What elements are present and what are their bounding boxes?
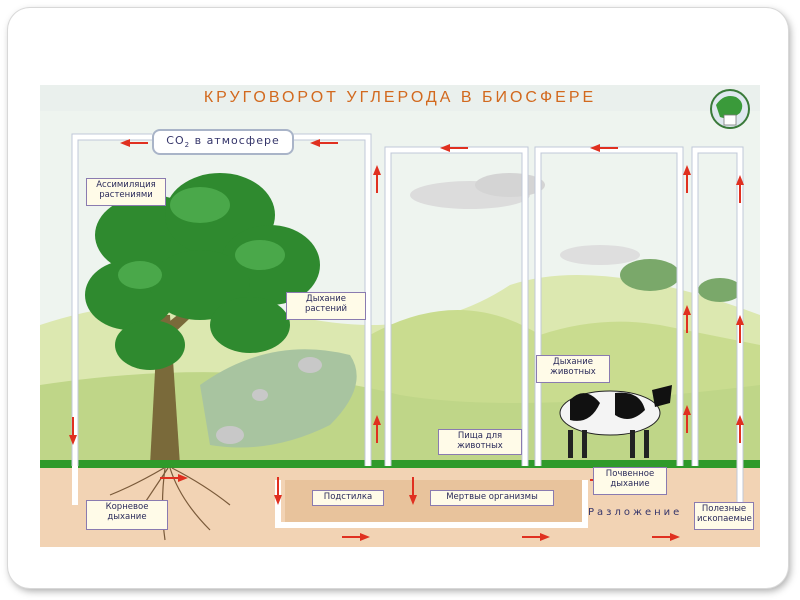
panel-borders — [71, 133, 744, 505]
arrow-up — [736, 315, 744, 343]
arrow-down — [409, 477, 417, 505]
plant-respiration-label: Дыхание растений — [286, 292, 366, 320]
arrow-left — [590, 144, 618, 152]
cloud — [560, 245, 640, 265]
arrow-up — [683, 405, 691, 433]
arrow-left — [440, 144, 468, 152]
soil-respiration-label: Почвенное дыхание — [593, 467, 667, 495]
decomposition-label: Разложение — [588, 507, 683, 518]
grass-strip — [40, 460, 760, 468]
globe-icon — [710, 89, 750, 129]
dead-organisms-label: Мертвые организмы — [430, 490, 554, 506]
rock — [298, 357, 322, 373]
arrow-down — [274, 477, 282, 505]
co2-atmosphere-label: CO2 в атмосфере — [152, 129, 294, 155]
arrow-up — [736, 415, 744, 443]
bush — [620, 259, 680, 291]
root-respiration-label: Корневое дыхание — [86, 500, 168, 530]
diagram-title: КРУГОВОРОТ УГЛЕРОДА В БИОСФЕРЕ — [203, 89, 597, 106]
bush — [698, 278, 742, 302]
rock — [216, 426, 244, 444]
arrow-up — [683, 165, 691, 193]
arrow-down — [69, 417, 77, 445]
arrow-left — [120, 139, 148, 147]
animal-food-label: Пища для животных — [438, 429, 522, 455]
arrow-left — [310, 139, 338, 147]
cow-illustration — [559, 385, 672, 458]
arrow-up — [683, 305, 691, 333]
arrow-up — [373, 165, 381, 193]
litter-label: Подстилка — [312, 490, 384, 506]
assimilation-label: Ассимиляция растениями — [86, 178, 166, 206]
rock — [252, 389, 268, 401]
arrow-right — [342, 533, 370, 541]
minerals-label: Полезные ископаемые — [694, 502, 754, 530]
arrow-up — [373, 415, 381, 443]
animal-respiration-label: Дыхание животных — [536, 355, 610, 383]
arrow-right — [160, 474, 188, 482]
carbon-cycle-diagram: КРУГОВОРОТ УГЛЕРОДА В БИОСФЕРЕ CO2 в атм… — [40, 85, 760, 547]
arrow-right — [652, 533, 680, 541]
arrow-right — [522, 533, 550, 541]
rocks-area — [200, 349, 357, 448]
arrow-up — [736, 175, 744, 203]
